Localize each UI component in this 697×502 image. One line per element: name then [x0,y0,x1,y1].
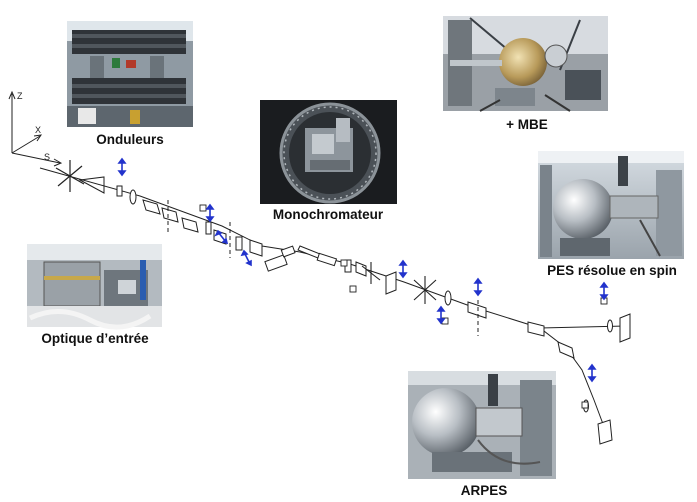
mbe-chamber-photo [443,16,608,112]
s-axis-label: S [44,152,50,162]
dashed-markers [167,200,479,336]
pump-symbols [199,204,608,409]
optical-elements [116,185,631,445]
label-monochromateur: Monochromateur [273,207,384,222]
arpes-chamber-photo [408,371,556,479]
x-axis-label: X [35,125,41,135]
beam-cone [78,176,105,194]
z-axis-label: Z [17,91,23,101]
source-star-icon [55,160,85,192]
blue-arrow-icons [117,157,609,383]
label-optique-entree: Optique d’entrée [41,331,149,346]
monochromator-photo [260,100,397,204]
coordinate-axes [8,90,63,167]
spin-pes-photo [538,151,684,259]
label-pes-spin: PES résolue en spin [547,263,677,278]
slit-crosses [361,262,437,304]
undulator-photo [67,21,193,127]
label-onduleurs: Onduleurs [96,132,164,147]
label-mbe: + MBE [506,117,548,132]
label-arpes: ARPES [461,483,508,498]
entrance-optics-photo [27,244,162,330]
